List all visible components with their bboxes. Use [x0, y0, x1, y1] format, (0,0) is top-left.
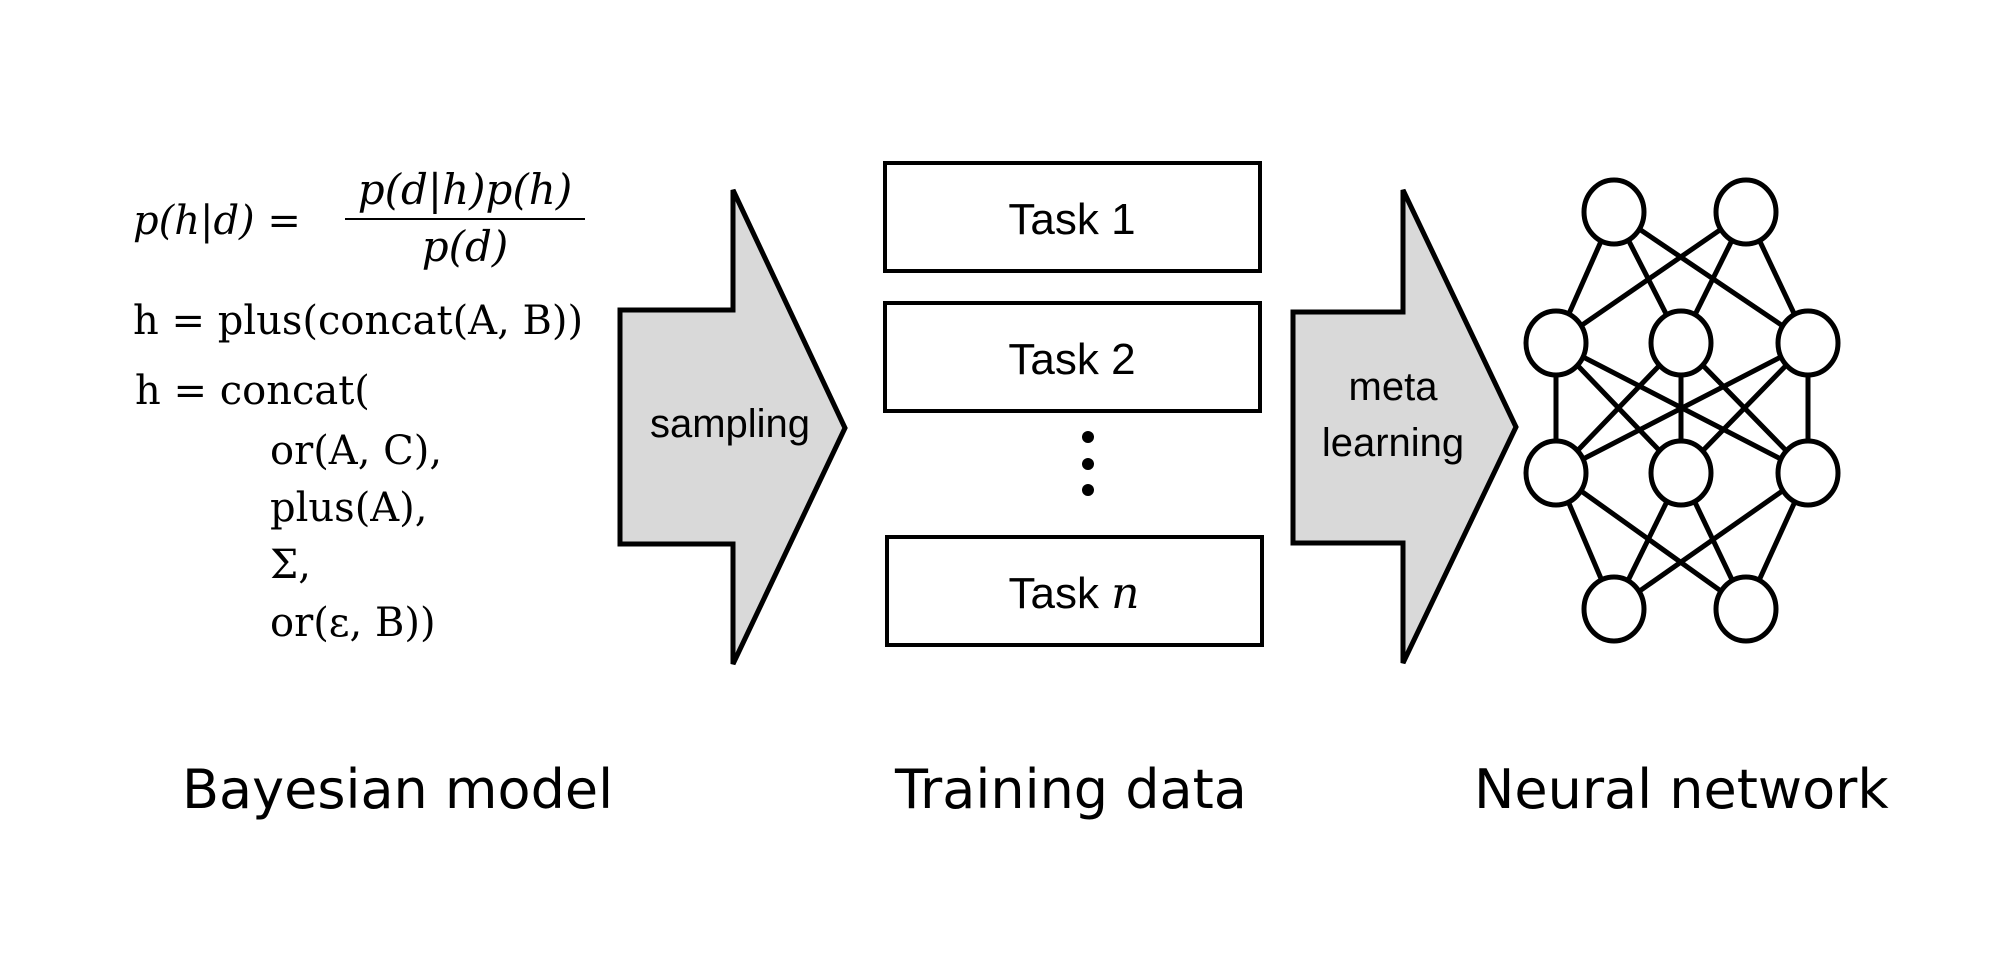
- arrow-shape: [617, 188, 848, 666]
- bayes-lhs: p(h|d) =: [133, 198, 301, 244]
- arrow-shape: [1290, 188, 1519, 665]
- network-edge: [1554, 209, 1748, 346]
- hypothesis-line-2-head: h = concat(: [135, 368, 370, 414]
- caption-training-data: Training data: [895, 758, 1247, 821]
- task-label-1: Task 1: [1008, 195, 1135, 244]
- task-index-variable: n: [1111, 568, 1139, 619]
- meta-label-line-1: meta: [1349, 365, 1439, 409]
- hypothesis-arg-4: or(ε, B)): [270, 600, 436, 646]
- task-list: Task 1 Task 2 Task n: [883, 161, 1264, 647]
- meta-learning-arrow: meta learning: [1290, 188, 1519, 665]
- network-node-layer-2: [1523, 308, 1589, 378]
- neural-network: [1523, 177, 1841, 644]
- bayes-fraction: p(d|h)p(h) p(d): [345, 165, 585, 271]
- sampling-label: sampling: [650, 402, 810, 446]
- meta-label-line-2: learning: [1322, 421, 1464, 465]
- network-node-layer-2: [1648, 308, 1714, 378]
- task-box-n: [885, 535, 1264, 647]
- network-edge: [1554, 340, 1810, 476]
- network-node-layer-4: [1713, 574, 1779, 644]
- bayes-denominator: p(d): [421, 222, 509, 271]
- network-edge: [1554, 470, 1748, 612]
- task-box-1: [883, 161, 1262, 273]
- network-node-layer-4: [1581, 574, 1647, 644]
- network-node-layer-1: [1713, 177, 1779, 247]
- task-label-n: Task n: [1008, 568, 1139, 619]
- network-node-layer-1: [1581, 177, 1647, 247]
- network-node-layer-3: [1648, 438, 1714, 508]
- hypothesis-arg-1: or(A, C),: [270, 428, 443, 474]
- bayes-numerator: p(d|h)p(h): [345, 165, 585, 220]
- task-box-2: [883, 301, 1262, 413]
- hypothesis-arg-3: Σ,: [270, 542, 311, 588]
- sampling-arrow: sampling: [617, 188, 848, 666]
- network-node-layer-3: [1775, 438, 1841, 508]
- network-node-layer-3: [1523, 438, 1589, 508]
- hypothesis-line-1: h = plus(concat(A, B)): [133, 298, 584, 344]
- ellipsis-dot: [1082, 484, 1094, 496]
- network-edge: [1612, 470, 1810, 612]
- caption-neural-network: Neural network: [1474, 758, 1889, 821]
- caption-bayesian-model: Bayesian model: [182, 758, 614, 821]
- task-label-2: Task 2: [1008, 335, 1135, 384]
- hypothesis-arg-2: plus(A),: [270, 485, 428, 531]
- ellipsis-dot: [1082, 458, 1094, 470]
- ellipsis-dot: [1082, 431, 1094, 443]
- network-node-layer-2: [1775, 308, 1841, 378]
